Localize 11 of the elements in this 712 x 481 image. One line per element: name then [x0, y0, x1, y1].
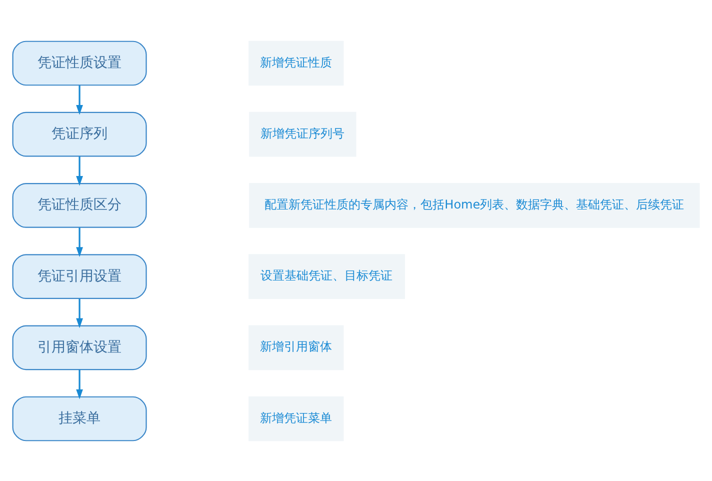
- node-box: 凭证引用设置: [12, 254, 147, 298]
- arrow: [76, 298, 83, 328]
- node-box: 挂菜单: [12, 396, 147, 441]
- node-box: 引用窗体设置: [12, 324, 147, 370]
- arrow: [76, 369, 83, 399]
- node-box: 凭证序列: [12, 111, 147, 156]
- arrow: [76, 156, 83, 186]
- arrow: [76, 227, 83, 257]
- node-box: 凭证性质设置: [12, 40, 147, 86]
- node-box: 凭证性质区分: [12, 182, 147, 228]
- arrow: [76, 84, 83, 114]
